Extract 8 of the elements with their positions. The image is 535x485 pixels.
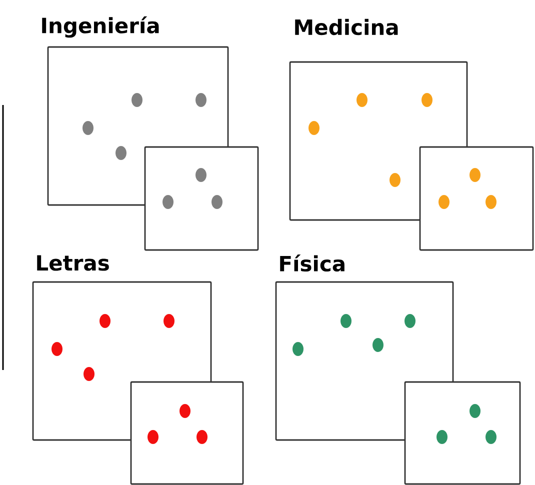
scatter-frame bbox=[404, 381, 521, 485]
scatter-frame bbox=[419, 146, 534, 251]
group-heading: Medicina bbox=[295, 18, 398, 36]
group-heading: Letras bbox=[37, 255, 109, 271]
group-heading: Física bbox=[280, 254, 344, 272]
scatter-frame bbox=[144, 146, 259, 251]
group-heading: Ingeniería bbox=[42, 16, 159, 38]
scatter-frame bbox=[130, 381, 244, 485]
